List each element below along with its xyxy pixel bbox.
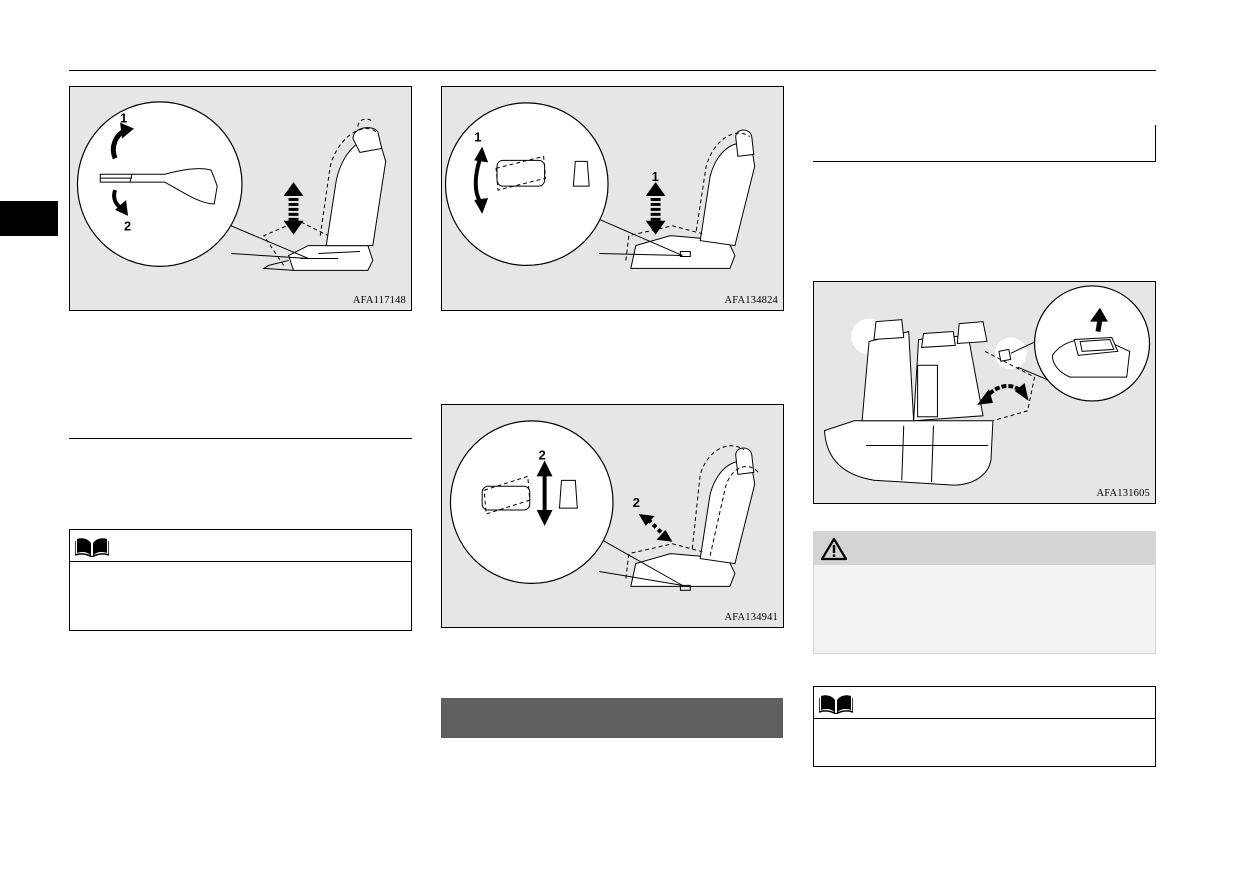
chapter-tab [0,201,58,236]
note-box-right [813,686,1156,767]
seat-lift-lever-illustration: 1 2 [76,101,387,271]
note-header [70,530,411,562]
figure-code: AFA131605 [1096,488,1150,499]
figure-rear-seat-release: AFA131605 [813,281,1156,504]
figure-code: AFA134824 [724,295,778,306]
figure-seatback-switch: 2 2 AFA134941 [441,404,784,628]
marker-2: 2 [124,219,131,234]
figure-code: AFA134941 [724,612,778,623]
note-book-icon [819,695,853,714]
section-heading-bracket [813,125,1156,162]
caution-header [814,532,1155,565]
marker-2-zoom: 2 [539,448,546,463]
marker-2-seat: 2 [633,495,640,510]
caution-box [813,531,1156,654]
caution-triangle-icon [820,537,848,561]
header-rule [69,70,1156,71]
section-rule-left [69,438,412,439]
note-header [814,687,1155,719]
section-title-bar [441,698,783,738]
marker-1-zoom: 1 [474,130,481,145]
marker-1-seat: 1 [652,169,659,184]
figure-code: AFA117148 [352,295,406,306]
seat-height-switch-illustration: 1 1 [444,102,756,269]
figure-seat-height-switch: 1 1 AFA134824 [441,86,784,311]
figure-seat-lift-lever: 1 2 AFA117148 [69,86,412,311]
marker-1: 1 [120,111,127,126]
rear-seat-release-illustration [823,285,1151,486]
seatback-switch-illustration: 2 2 [449,420,761,591]
note-book-icon [75,538,109,557]
note-box-left [69,529,412,631]
